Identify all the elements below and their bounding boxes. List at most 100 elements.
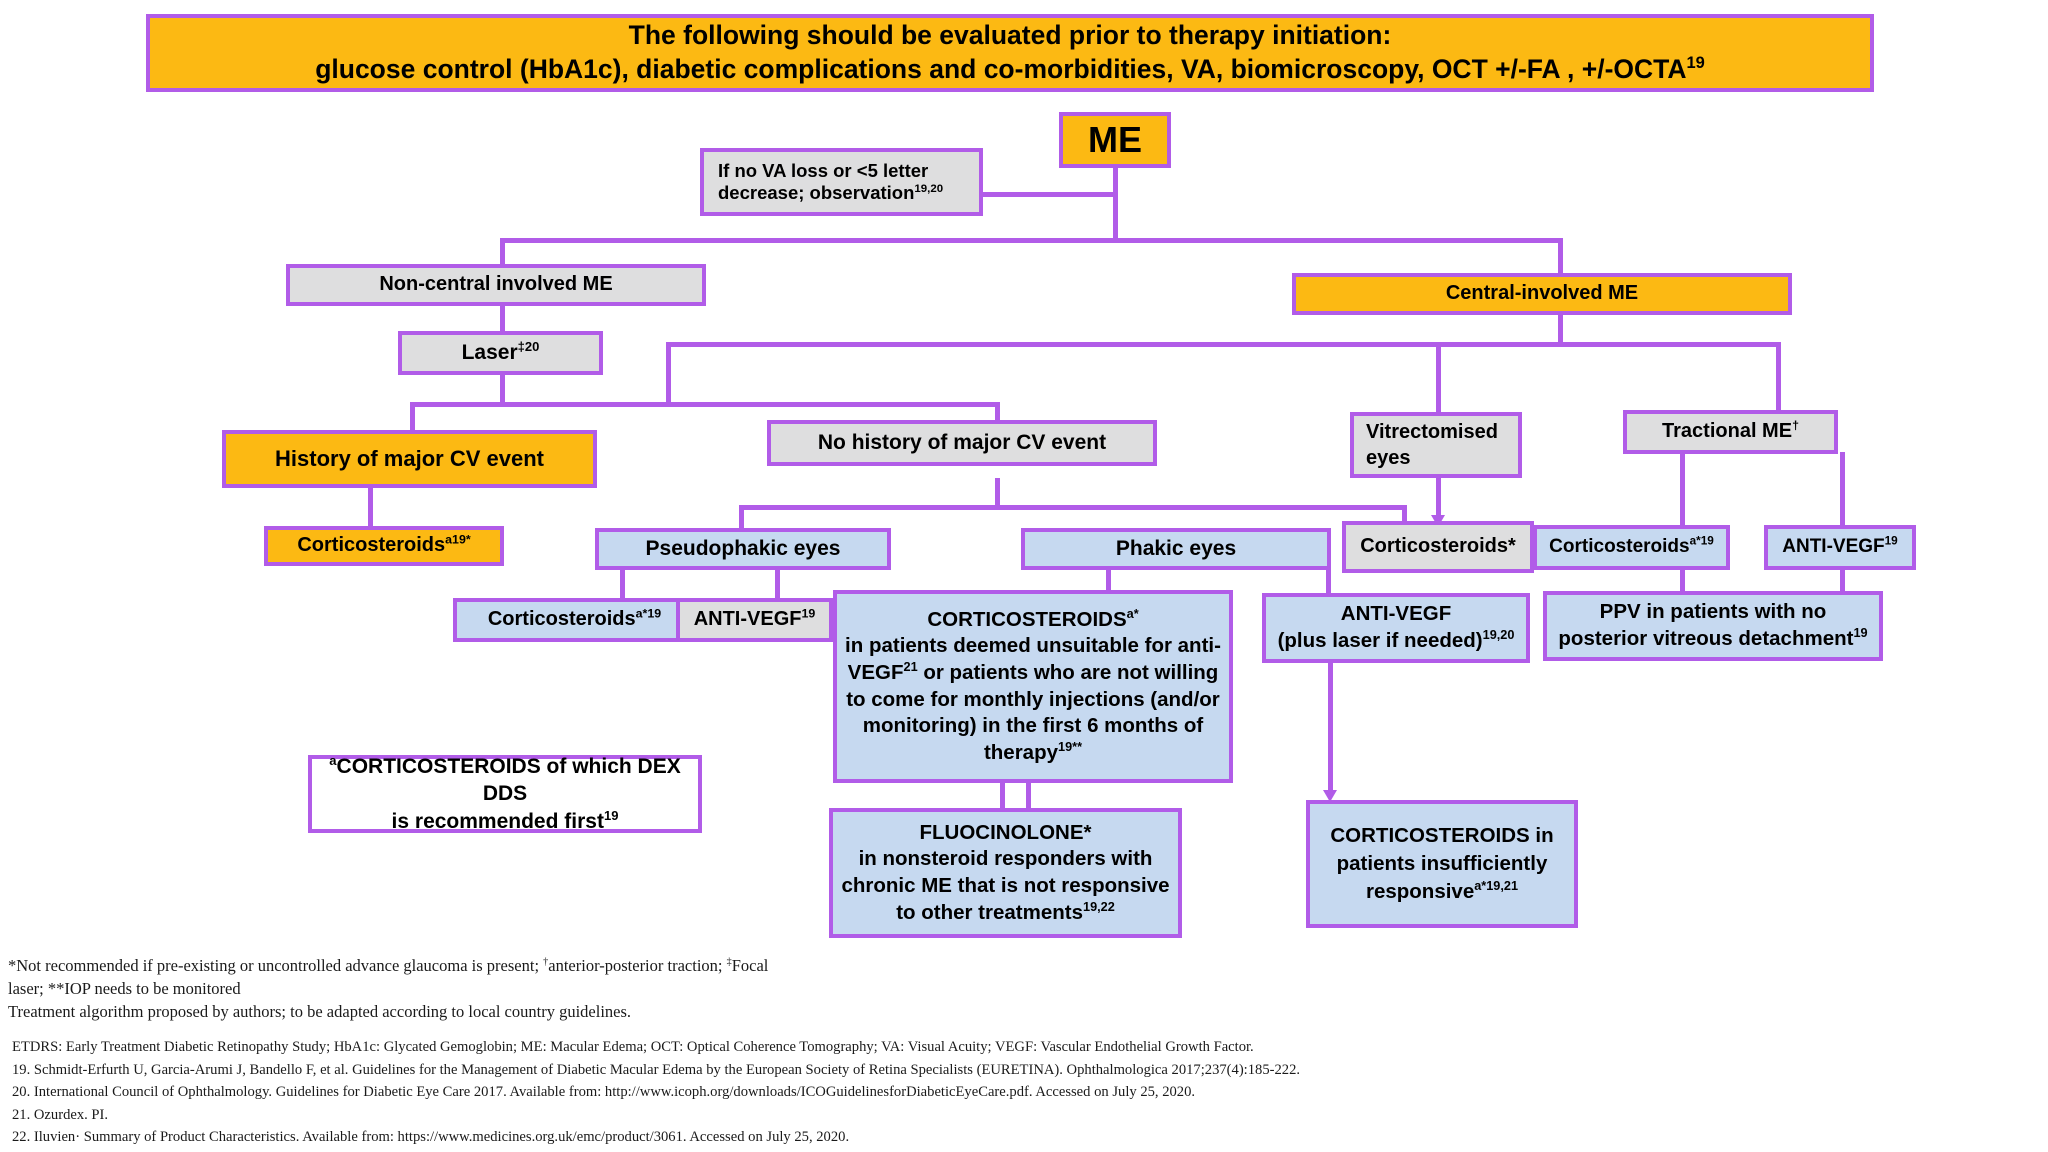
connector-me-down bbox=[1113, 166, 1118, 242]
vitrectomised-line-2: eyes bbox=[1366, 447, 1411, 469]
antivegf-phakic-line-2: (plus laser if needed)19,20 bbox=[1277, 627, 1515, 652]
connector-central-vitrectomised bbox=[1436, 342, 1441, 412]
ppv-line-1: PPV in patients with no bbox=[1599, 600, 1827, 624]
connector-tractional-cortico bbox=[1680, 452, 1685, 528]
node-pseudophakic-label: Pseudophakic eyes bbox=[645, 536, 841, 560]
connector-vitrect-cortico bbox=[1436, 478, 1441, 518]
connector-pseudo-antivegf bbox=[775, 562, 780, 600]
footnote-line-3: Treatment algorithm proposed by authors;… bbox=[8, 1001, 632, 1021]
header-banner: The following should be evaluated prior … bbox=[146, 14, 1874, 92]
connector-phakic-cortico-big bbox=[1106, 562, 1111, 595]
node-tractional-me[interactable]: Tractional ME† bbox=[1623, 410, 1838, 454]
connector-pseudo-cortico bbox=[620, 562, 625, 600]
node-history-of-major-cv-event[interactable]: History of major CV event bbox=[222, 430, 597, 488]
node-pseudophakic-eyes[interactable]: Pseudophakic eyes bbox=[595, 528, 891, 570]
reference-21: 21. Ozurdex. PI. bbox=[12, 1106, 109, 1123]
node-corticosteroids-pseudophakic[interactable]: Corticosteroidsa*19 bbox=[453, 598, 696, 642]
connector-noncentral-down bbox=[500, 238, 505, 266]
node-tractional-me-label: Tractional ME† bbox=[1662, 418, 1799, 443]
node-vitrectomised-eyes[interactable]: Vitrectomised eyes bbox=[1350, 412, 1522, 478]
fluocinolone-line-1: FLUOCINOLONE* bbox=[919, 820, 1092, 844]
connector-cortico-ppv bbox=[1680, 562, 1685, 594]
node-corticosteroids-unsuitable-antivegf[interactable]: CORTICOSTEROIDSa* in patients deemed uns… bbox=[833, 590, 1233, 783]
node-observation-line-2: decrease; observation19,20 bbox=[718, 182, 944, 203]
reference-20: 20. International Council of Ophthalmolo… bbox=[12, 1084, 1196, 1101]
connector-antivegf-cortico-insufficient bbox=[1328, 662, 1333, 792]
node-corticosteroids-history-cv[interactable]: Corticosteroidsa19* bbox=[264, 526, 504, 566]
node-non-central-involved-me[interactable]: Non-central involved ME bbox=[286, 264, 706, 306]
reference-22: 22. Iluvien· Summary of Product Characte… bbox=[12, 1129, 850, 1146]
ppv-line-2: posterior vitreous detachment19 bbox=[1558, 625, 1868, 650]
cortico-big-line-4: to come for monthly injections (and/or bbox=[846, 687, 1220, 711]
node-non-central-label: Non-central involved ME bbox=[379, 273, 613, 296]
dex-note-line-1: aCORTICOSTEROIDS of which DEX DDS bbox=[329, 753, 681, 806]
connector-no-history-cv-down bbox=[995, 402, 1000, 420]
node-central-involved-me[interactable]: Central-involved ME bbox=[1292, 273, 1792, 315]
connector-nohistory-down bbox=[995, 478, 1000, 508]
connector-central-to-nohistory bbox=[666, 342, 671, 404]
cortico-big-line-3: VEGF21 or patients who are not willing bbox=[847, 659, 1219, 684]
node-corticosteroids-tractional[interactable]: Corticosteroidsa*19 bbox=[1533, 525, 1730, 570]
node-corticosteroids-vitrectomised-label: Corticosteroids* bbox=[1360, 535, 1516, 558]
cortico-big-line-2: in patients deemed unsuitable for anti- bbox=[845, 634, 1221, 658]
node-corticosteroids-pseudophakic-label: Corticosteroidsa*19 bbox=[487, 606, 662, 631]
antivegf-phakic-line-1: ANTI-VEGF bbox=[1340, 602, 1452, 626]
footnotes-block: *Not recommended if pre-existing or unco… bbox=[8, 955, 768, 1023]
arrow-antivegf-cortico-insufficient bbox=[1323, 790, 1337, 802]
node-history-cv-label: History of major CV event bbox=[275, 446, 544, 472]
node-corticosteroids-vitrectomised[interactable]: Corticosteroids* bbox=[1342, 521, 1534, 573]
node-laser[interactable]: Laser‡20 bbox=[398, 331, 603, 375]
connector-noncentral-laser bbox=[500, 295, 505, 333]
node-me[interactable]: ME bbox=[1059, 112, 1171, 168]
cortico-big-line-1: CORTICOSTEROIDSa* bbox=[927, 605, 1139, 631]
banner-line-2: glucose control (HbA1c), diabetic compli… bbox=[315, 54, 1705, 84]
node-antivegf-pseudophakic-label: ANTI-VEGF19 bbox=[693, 606, 816, 631]
connector-corticobig-fluocinolone-2 bbox=[1026, 780, 1031, 810]
node-central-label: Central-involved ME bbox=[1445, 282, 1639, 305]
node-no-history-cv-label: No history of major CV event bbox=[817, 430, 1107, 454]
node-antivegf-tractional-label: ANTI-VEGF19 bbox=[1782, 534, 1898, 558]
connector-pseudophakic-down bbox=[739, 505, 744, 529]
references-block: ETDRS: Early Treatment Diabetic Retinopa… bbox=[12, 1036, 1300, 1149]
node-antivegf-plus-laser[interactable]: ANTI-VEGF (plus laser if needed)19,20 bbox=[1262, 593, 1530, 663]
node-dex-dds-note: aCORTICOSTEROIDS of which DEX DDS is rec… bbox=[308, 753, 702, 833]
node-corticosteroids-tractional-label: Corticosteroidsa*19 bbox=[1549, 534, 1714, 558]
connector-historycv-cortico bbox=[368, 486, 373, 526]
connector-central-down-2 bbox=[1558, 309, 1563, 345]
node-antivegf-tractional[interactable]: ANTI-VEGF19 bbox=[1764, 525, 1916, 570]
reference-19: 19. Schmidt-Erfurth U, Garcia-Arumi J, B… bbox=[12, 1061, 1301, 1078]
node-phakic-label: Phakic eyes bbox=[1115, 536, 1237, 560]
connector-me-observation bbox=[980, 192, 1116, 197]
cortico-insufficient-line-3: responsivea*19,21 bbox=[1365, 878, 1519, 903]
node-laser-label: Laser‡20 bbox=[461, 338, 540, 364]
node-me-label: ME bbox=[1088, 118, 1142, 160]
node-antivegf-pseudophakic[interactable]: ANTI-VEGF19 bbox=[676, 598, 833, 642]
node-no-history-of-major-cv-event[interactable]: No history of major CV event bbox=[767, 420, 1157, 466]
connector-laser-split-bar bbox=[410, 402, 1000, 407]
connector-phakic-down bbox=[1402, 505, 1407, 529]
connector-tractional-antivegf bbox=[1840, 452, 1845, 528]
node-phakic-eyes[interactable]: Phakic eyes bbox=[1021, 528, 1331, 570]
cortico-big-line-6: therapy19** bbox=[983, 738, 1083, 764]
connector-antivegf-ppv bbox=[1840, 562, 1845, 594]
footnote-line-2: laser; **IOP needs to be monitored bbox=[8, 978, 241, 998]
node-corticosteroids-history-label: Corticosteroidsa19* bbox=[297, 532, 471, 557]
footnote-line-1: *Not recommended if pre-existing or unco… bbox=[8, 956, 769, 975]
connector-phakic-antivegf bbox=[1326, 562, 1331, 595]
fluocinolone-line-2: in nonsteroid responders with bbox=[858, 847, 1153, 871]
node-ppv[interactable]: PPV in patients with no posterior vitreo… bbox=[1543, 591, 1883, 661]
cortico-big-line-5: monitoring) in the first 6 months of bbox=[862, 714, 1204, 738]
connector-laser-down bbox=[500, 373, 505, 405]
cortico-insufficient-line-1: CORTICOSTEROIDS in bbox=[1330, 824, 1554, 848]
connector-central-tractional bbox=[1776, 342, 1781, 412]
node-observation[interactable]: If no VA loss or <5 letter decrease; obs… bbox=[700, 148, 983, 216]
dex-note-line-2: is recommended first19 bbox=[391, 807, 619, 833]
connector-me-split-bar bbox=[500, 238, 1563, 243]
connector-corticobig-fluocinolone bbox=[1000, 780, 1005, 810]
node-observation-line-1: If no VA loss or <5 letter bbox=[718, 160, 929, 182]
node-fluocinolone[interactable]: FLUOCINOLONE* in nonsteroid responders w… bbox=[829, 808, 1182, 938]
connector-central-split-bar bbox=[666, 342, 1781, 347]
connector-history-cv-down bbox=[410, 402, 415, 432]
connector-nohistory-split-bar bbox=[739, 505, 1407, 510]
node-corticosteroids-insufficiently-responsive[interactable]: CORTICOSTEROIDS in patients insufficient… bbox=[1306, 800, 1578, 928]
